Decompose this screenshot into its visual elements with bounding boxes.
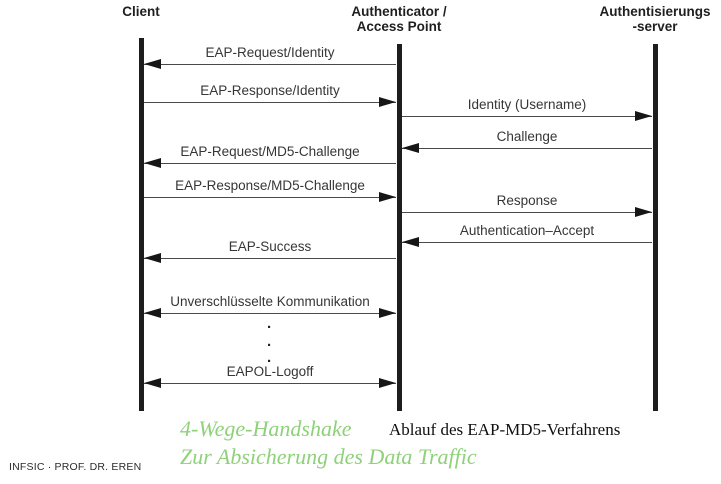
- arrowhead-left: [144, 59, 161, 69]
- arrowhead-left: [144, 253, 161, 263]
- lifeline-client: [138, 38, 144, 411]
- green-annotation-line1: 4-Wege-Handshake: [180, 416, 352, 441]
- green-annotation-line2: Zur Absicherung des Data Traffic: [180, 444, 477, 469]
- message-arrow-line: [144, 64, 396, 66]
- arrowhead-right: [379, 192, 396, 202]
- message-label: Challenge: [496, 129, 558, 144]
- lifeline-auth-server: [652, 44, 658, 411]
- actor-label-text: Client: [122, 4, 160, 19]
- message-label: EAP-Response/Identity: [200, 83, 340, 98]
- ellipsis-dot: .: [267, 333, 272, 350]
- actor-label-text: Access Point: [356, 19, 442, 34]
- ellipsis-dot: .: [267, 349, 272, 366]
- message-arrow-line: [402, 212, 652, 214]
- arrowhead-right: [379, 378, 396, 388]
- arrowhead-right: [635, 207, 652, 217]
- arrowhead-right: [379, 97, 396, 107]
- message-label: EAP-Response/MD5-Challenge: [175, 178, 365, 193]
- message-arrow-line: [144, 163, 396, 165]
- message-label: Identity (Username): [467, 97, 587, 112]
- arrowhead-left: [144, 308, 161, 318]
- footer-credit: INFSIC · PROF. DR. EREN: [9, 461, 142, 473]
- message-label: EAPOL-Logoff: [226, 364, 314, 379]
- actor-label-text: Authenticator /: [351, 4, 447, 19]
- arrowhead-right: [635, 111, 652, 121]
- actor-label-text: Authentisierungs: [599, 4, 711, 19]
- arrowhead-left: [402, 143, 419, 153]
- actor-label-auth-server: Authentisierungs-server: [560, 4, 721, 34]
- lifeline-authenticator: [396, 44, 402, 411]
- arrowhead-left: [402, 237, 419, 247]
- message-arrow-line: [144, 197, 396, 199]
- arrowhead-left: [144, 158, 161, 168]
- message-arrow-line: [144, 313, 396, 315]
- message-arrow-line: [402, 242, 652, 244]
- message-label: EAP-Success: [228, 239, 312, 254]
- message-label: Authentication–Accept: [459, 223, 595, 238]
- message-arrow-line: [402, 116, 652, 118]
- message-label: EAP-Request/MD5-Challenge: [180, 144, 360, 159]
- message-label: EAP-Request/Identity: [205, 45, 335, 60]
- diagram-caption: Ablauf des EAP-MD5-Verfahrens: [389, 420, 621, 439]
- green-annotation: 4-Wege-Handshake Zur Absicherung des Dat…: [180, 415, 477, 471]
- arrowhead-left: [144, 378, 161, 388]
- message-label: Response: [496, 193, 558, 208]
- ellipsis-dot: .: [267, 315, 272, 332]
- message-arrow-line: [144, 102, 396, 104]
- message-arrow-line: [144, 258, 396, 260]
- actor-label-authenticator: Authenticator /Access Point: [304, 4, 494, 34]
- arrowhead-right: [379, 308, 396, 318]
- actor-label-client: Client: [46, 4, 236, 19]
- message-arrow-line: [402, 148, 652, 150]
- message-label: Unverschlüsselte Kommunikation: [170, 294, 370, 309]
- message-arrow-line: [144, 383, 396, 385]
- actor-label-text: -server: [632, 19, 678, 34]
